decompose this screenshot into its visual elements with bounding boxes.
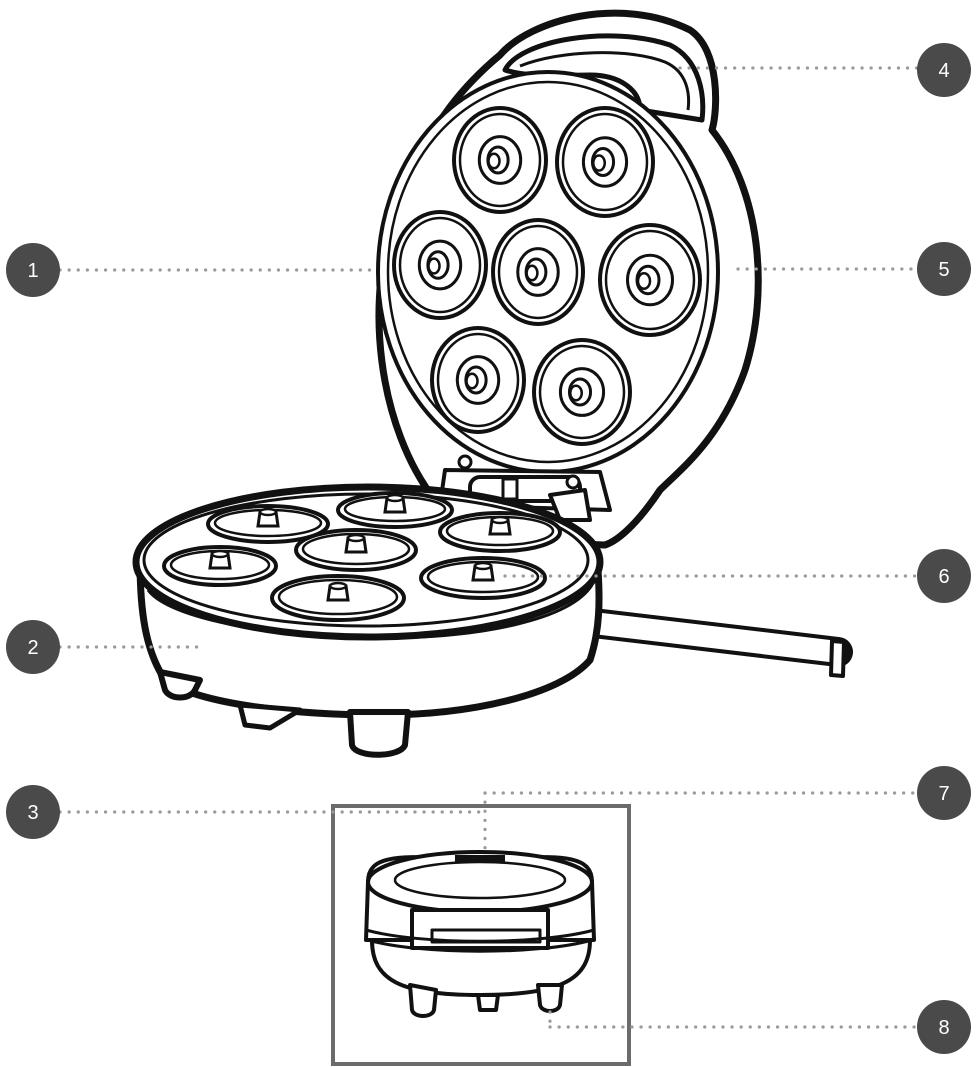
donut-maker-open [132,9,853,758]
callout-1: 1 [6,243,60,297]
base-feet [157,669,411,758]
callout-2: 2 [6,620,60,674]
upper-donut-cavity [555,106,655,218]
upper-donut-cavity [598,223,702,337]
lower-donut-cavity [419,556,547,600]
lower-donut-cavity [294,528,418,572]
svg-text:3: 3 [27,802,38,824]
callout-6: 6 [917,549,971,603]
lower-donut-cavity [162,545,278,587]
callout-3: 3 [6,785,60,839]
lower-donut-cavity [270,574,406,622]
upper-donut-cavity [532,338,632,446]
svg-text:4: 4 [938,60,949,82]
svg-text:1: 1 [27,260,38,282]
callout-5: 5 [917,242,971,296]
callout-8: 8 [917,1000,971,1054]
upper-donut-cavity [392,210,488,320]
upper-donut-cavities [392,106,702,446]
leader-lines [58,66,920,1029]
closed-donut-maker [364,850,596,1018]
svg-text:7: 7 [938,783,949,805]
power-cord [570,607,853,678]
svg-text:5: 5 [938,259,949,281]
svg-text:8: 8 [938,1017,949,1039]
lower-donut-cavity [206,504,330,544]
svg-text:2: 2 [27,637,38,659]
lower-donut-cavity [438,511,562,553]
upper-donut-cavity [491,218,585,326]
inset-closed-view [331,804,631,1066]
callout-4: 4 [917,43,971,97]
callout-badges: 1 2 3 4 5 6 7 8 [6,43,971,1054]
lower-donut-cavity [336,491,454,529]
callout-7: 7 [917,766,971,820]
upper-donut-cavity [452,106,548,214]
lower-donut-cavities [162,491,562,622]
svg-text:6: 6 [938,566,949,588]
upper-donut-cavity [430,326,526,434]
inset-frame [331,804,631,1066]
